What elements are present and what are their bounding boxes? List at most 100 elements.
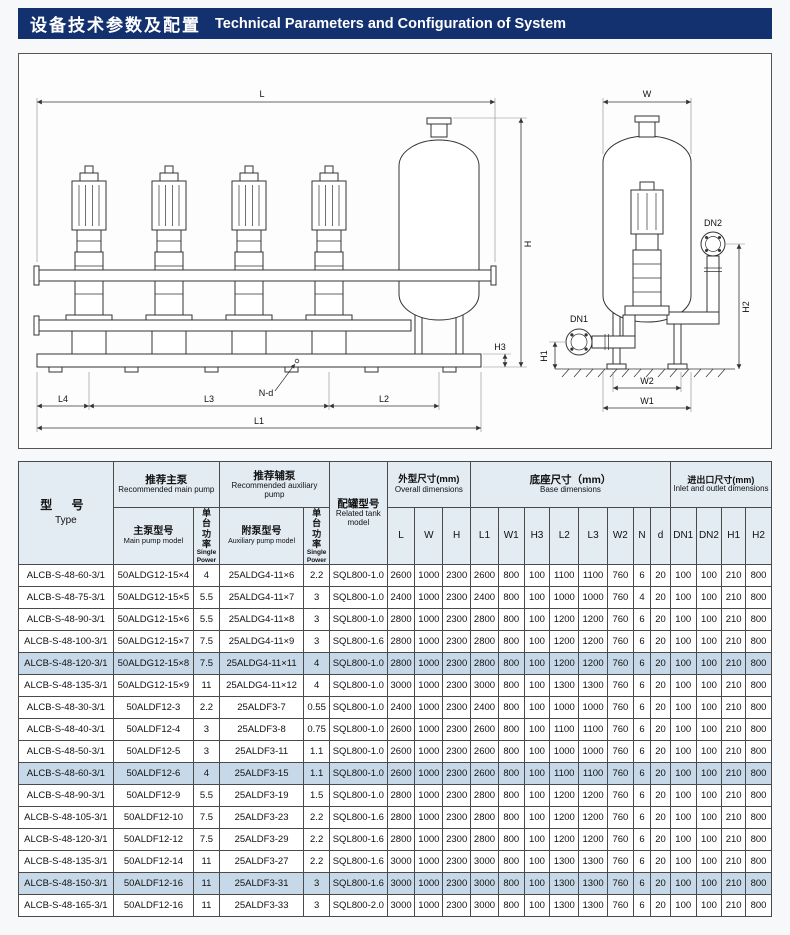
table-cell: ALCB-S-48-100-3/1 — [18, 629, 114, 653]
table-cell: 1200 — [549, 651, 580, 675]
table-cell: ALCB-S-48-105-3/1 — [18, 805, 114, 829]
table-cell: 100 — [669, 607, 697, 631]
table-cell: 800 — [745, 717, 772, 741]
col-header-dim-h2: H2 — [745, 507, 772, 565]
table-group-header-row: 型 号 Type 推荐主泵 Recommended main pump 推荐辅泵… — [18, 461, 773, 565]
table-cell: 100 — [523, 585, 551, 609]
table-cell: 760 — [607, 871, 634, 895]
table-cell: 20 — [650, 629, 671, 653]
table-cell: 1000 — [414, 651, 444, 675]
table-cell: ALCB-S-48-50-3/1 — [18, 739, 114, 763]
table-cell: 1200 — [549, 783, 580, 807]
table-cell: 800 — [745, 673, 772, 697]
table-cell: 100 — [669, 827, 697, 851]
table-cell: 50ALDF12-14 — [112, 849, 195, 873]
table-cell: 3000 — [470, 849, 499, 873]
table-cell: 760 — [607, 651, 634, 675]
table-cell: 100 — [669, 673, 697, 697]
table-cell: 800 — [745, 849, 772, 873]
table-cell: 210 — [721, 607, 747, 631]
table-cell: 25ALDG4-11×12 — [218, 673, 305, 697]
table-cell: 100 — [523, 783, 551, 807]
table-cell: 3 — [303, 629, 330, 653]
dn2-flange — [700, 231, 726, 257]
col-header-type: 型 号 Type — [18, 461, 114, 565]
col-header-aux-pump: 推荐辅泵 Recommended auxiliary pump — [218, 461, 331, 508]
table-cell: 100 — [523, 629, 551, 653]
table-cell: 2300 — [442, 739, 472, 763]
table-cell: 100 — [695, 651, 723, 675]
table-cell: 6 — [632, 849, 652, 873]
table-cell: 3 — [193, 717, 220, 741]
table-cell: 2300 — [442, 805, 472, 829]
table-cell: 1100 — [578, 717, 608, 741]
table-cell: 3000 — [470, 893, 499, 917]
table-cell: 3000 — [470, 673, 499, 697]
table-cell: 210 — [721, 893, 747, 917]
table-cell: 800 — [497, 805, 525, 829]
table-cell: 1200 — [549, 827, 580, 851]
table-cell: 6 — [632, 805, 652, 829]
dim-label-l2: L2 — [379, 394, 389, 404]
col-header-tank: 配罐型号 Related tank model — [329, 461, 388, 565]
table-cell: 25ALDF3-23 — [218, 805, 305, 829]
table-cell: ALCB-S-48-60-3/1 — [18, 563, 114, 587]
table-cell: 760 — [607, 673, 634, 697]
dim-label-nd: N-d — [259, 388, 274, 398]
table-cell: 25ALDG4-11×6 — [218, 563, 305, 587]
table-cell: 800 — [497, 563, 525, 587]
table-cell: 760 — [607, 629, 634, 653]
page-header-banner: 设备技术参数及配置 Technical Parameters and Confi… — [18, 8, 772, 39]
table-cell: 100 — [523, 607, 551, 631]
table-cell: 760 — [607, 761, 634, 785]
table-cell: 0.55 — [303, 695, 330, 719]
dim-label-h3: H3 — [494, 342, 506, 352]
table-cell: 2.2 — [303, 849, 330, 873]
table-cell: 2300 — [442, 871, 472, 895]
table-cell: 2800 — [470, 607, 499, 631]
table-cell: 1000 — [414, 761, 444, 785]
pump-system-diagram: L H H3 N-d L4 — [33, 89, 751, 432]
table-cell: 760 — [607, 805, 634, 829]
dim-label-l4: L4 — [58, 394, 68, 404]
technical-drawing-box: L H H3 N-d L4 — [18, 53, 772, 449]
table-cell: 800 — [745, 585, 772, 609]
table-cell: 50ALDF12-5 — [112, 739, 195, 763]
table-cell: 50ALDG12-15×7 — [112, 629, 195, 653]
table-sub-header-row: 主泵型号 Main pump model 单台功率 Single Power 附… — [19, 507, 772, 565]
table-cell: 2300 — [442, 651, 472, 675]
table-cell: 1000 — [414, 739, 444, 763]
table-cell: 50ALDF12-4 — [112, 717, 195, 741]
table-cell: 1000 — [414, 607, 444, 631]
table-cell: 1100 — [549, 563, 580, 587]
dim-label-h2: H2 — [741, 301, 751, 313]
table-cell: SQL800-1.0 — [329, 585, 388, 609]
col-header-dim-h: H — [442, 507, 472, 565]
table-cell: 100 — [669, 585, 697, 609]
table-cell: 4 — [193, 563, 220, 587]
table-cell: 100 — [523, 827, 551, 851]
table-cell: 1300 — [578, 871, 608, 895]
table-cell: 3 — [193, 739, 220, 763]
table-cell: 20 — [650, 849, 671, 873]
table-cell: 3000 — [386, 849, 416, 873]
table-cell: 3 — [303, 607, 330, 631]
table-cell: 20 — [650, 871, 671, 895]
table-cell: 3000 — [386, 673, 416, 697]
table-cell: 6 — [632, 871, 652, 895]
table-cell: 2.2 — [193, 695, 220, 719]
table-cell: 2400 — [470, 695, 499, 719]
col-header-base-dims: 底座尺寸（mm） Base dimensions — [470, 461, 671, 508]
table-cell: 7.5 — [193, 651, 220, 675]
table-cell: 800 — [497, 607, 525, 631]
table-cell: SQL800-1.6 — [329, 629, 388, 653]
table-cell: 760 — [607, 849, 634, 873]
table-cell: 6 — [632, 827, 652, 851]
table-cell: 11 — [193, 673, 220, 697]
table-cell: 100 — [695, 695, 723, 719]
